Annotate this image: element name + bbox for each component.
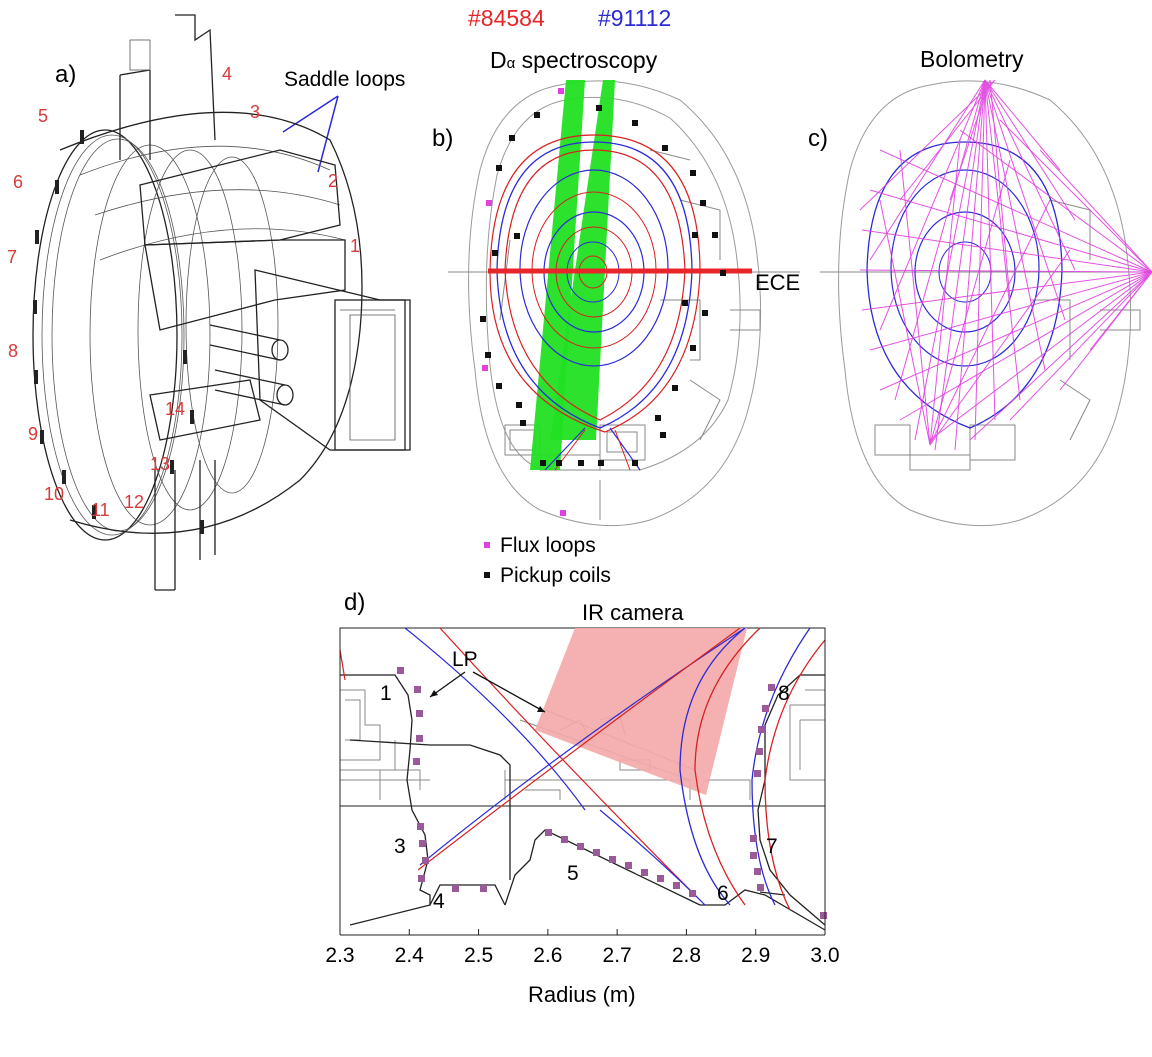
panel-b: #84584 #91112 Dα spectroscopy b)	[432, 5, 800, 587]
tile-number-1: 1	[380, 682, 392, 705]
vessel-number-3: 3	[250, 102, 260, 122]
panel-a-label: a)	[55, 61, 76, 88]
divertor-machinery-b	[499, 149, 761, 471]
wall-outline-tile4	[349, 739, 511, 880]
vessel-number-14: 14	[165, 399, 185, 419]
vessel-number-7: 7	[7, 247, 17, 267]
panel-a: a) Saddle loops	[7, 14, 411, 591]
vessel-number-11: 11	[91, 500, 110, 520]
spectroscopy-chord-1	[530, 80, 585, 470]
vessel-drawing	[32, 14, 411, 591]
wall-outline-right	[757, 674, 826, 926]
ece-label: ECE	[755, 270, 800, 295]
vessel-number-1: 1	[350, 236, 360, 256]
wall-outline-tile5	[504, 829, 701, 906]
vessel-number-6: 6	[13, 172, 23, 192]
x-axis-label: Radius (m)	[528, 982, 636, 1007]
vessel-number-13: 13	[150, 454, 170, 474]
wall-outline-left	[340, 674, 431, 926]
legend-pickup-coils: Pickup coils	[500, 564, 611, 587]
panel-d-label: d)	[344, 589, 365, 616]
saddle-loops-title: Saddle loops	[284, 68, 405, 91]
panel-c: Bolometry c)	[808, 46, 1152, 527]
bolometry-title: Bolometry	[920, 46, 1024, 72]
tile-number-5: 5	[567, 862, 579, 885]
panel-b-label: b)	[432, 125, 453, 152]
tile-number-8: 8	[778, 682, 790, 705]
vessel-number-8: 8	[8, 341, 18, 361]
panel-d: d) IR camera	[325, 589, 839, 1007]
langmuir-probes	[397, 667, 827, 919]
magnetic-probes-b	[480, 88, 726, 516]
lp-pointer	[429, 671, 546, 713]
legend-flux-marker	[484, 542, 490, 548]
vessel-outline-b	[468, 80, 762, 527]
x-tick-label: 2.3	[325, 944, 354, 967]
x-tick-label: 2.5	[464, 944, 493, 967]
vessel-number-12: 12	[124, 492, 144, 512]
separatrix-lines-d	[339, 627, 826, 911]
bolometer-fan-divertor	[879, 139, 1071, 446]
spectroscopy-title: Dα spectroscopy	[490, 47, 658, 73]
shot-number-blue: #91112	[598, 5, 671, 31]
x-ticks: 2.3 2.4 2.5 2.6 2.7 2.8 2.9 3.0	[325, 929, 840, 967]
tile-number-7: 7	[766, 835, 778, 858]
x-tick-label: 2.6	[533, 944, 562, 967]
ir-camera-view	[535, 628, 747, 795]
x-tick-label: 2.8	[672, 944, 701, 967]
vessel-outline-c	[838, 80, 1132, 527]
vessel-number-2: 2	[328, 171, 338, 191]
vessel-number-10: 10	[44, 484, 64, 504]
legend-flux-loops: Flux loops	[500, 534, 596, 557]
x-tick-label: 3.0	[810, 944, 839, 967]
tile-number-6: 6	[717, 882, 729, 905]
shot-number-red: #84584	[468, 5, 545, 31]
x-tick-label: 2.7	[603, 944, 632, 967]
panel-c-label: c)	[808, 125, 828, 152]
tile-number-4: 4	[433, 890, 445, 913]
x-tick-label: 2.4	[395, 944, 425, 967]
tile-number-3: 3	[394, 835, 406, 858]
lp-label: LP	[452, 648, 478, 671]
ir-camera-title: IR camera	[582, 600, 684, 625]
saddle-arrow-lower	[317, 95, 339, 173]
x-tick-label: 2.9	[741, 944, 770, 967]
saddle-arrow-upper	[282, 95, 339, 133]
vessel-number-9: 9	[28, 424, 38, 444]
wall-outline-tile6	[700, 889, 826, 931]
legend-pickup-marker	[484, 572, 490, 578]
vessel-number-5: 5	[38, 106, 48, 126]
vessel-number-4: 4	[222, 64, 232, 84]
bolometer-fan-side	[859, 119, 1152, 441]
